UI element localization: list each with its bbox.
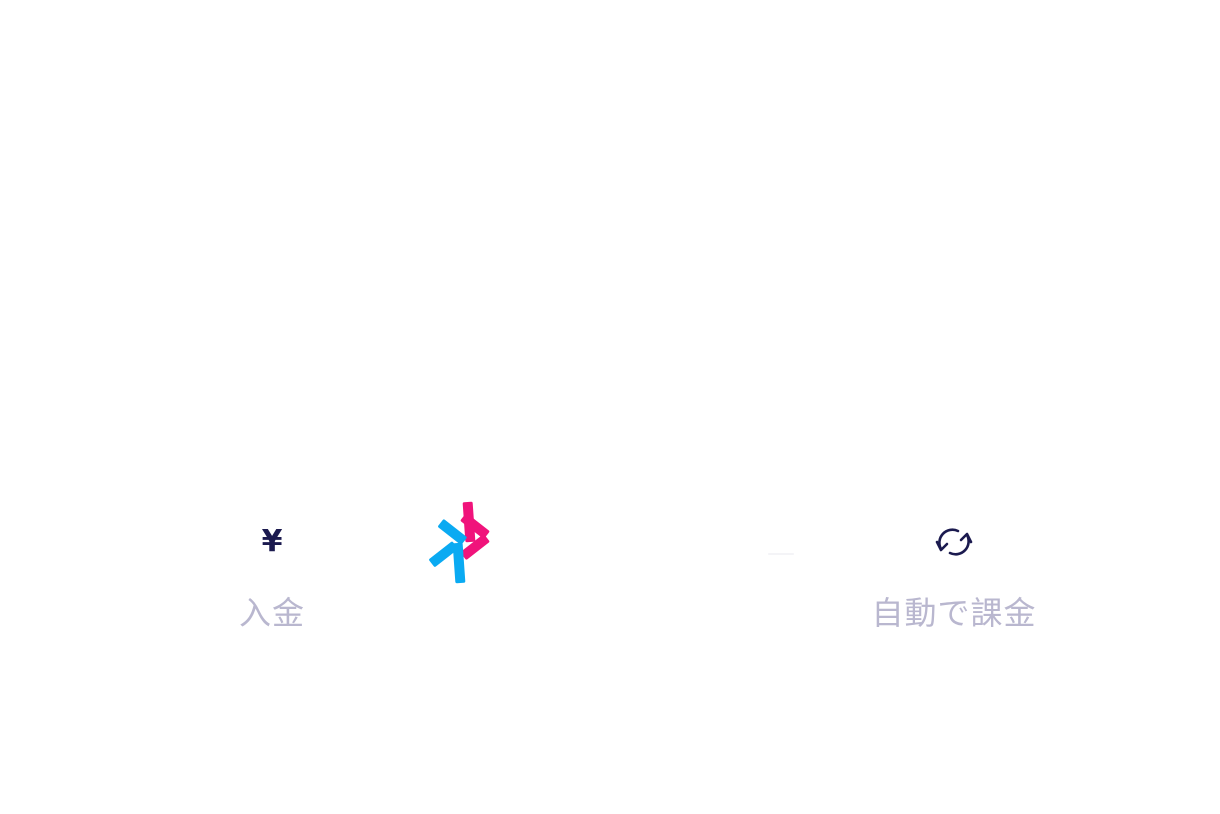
logo-blue-arm-vertical <box>452 542 466 584</box>
sync-icon <box>934 520 974 564</box>
deposit-option[interactable]: ¥ 入金 <box>152 520 392 634</box>
asterisk-logo-icon <box>420 498 510 588</box>
logo-pink-arm-lower <box>460 534 490 560</box>
auto-charge-option[interactable]: 自動で課金 <box>834 520 1074 634</box>
auto-charge-label: 自動で課金 <box>871 594 1037 632</box>
logo-pink-arm-upper <box>460 513 490 539</box>
yen-icon: ¥ <box>262 520 283 564</box>
logo-blue-arm-upper <box>438 519 467 545</box>
yen-glyph: ¥ <box>261 524 283 559</box>
deposit-label: 入金 <box>238 594 305 632</box>
logo-blue-arm-lower <box>429 541 458 567</box>
divider <box>768 553 794 555</box>
